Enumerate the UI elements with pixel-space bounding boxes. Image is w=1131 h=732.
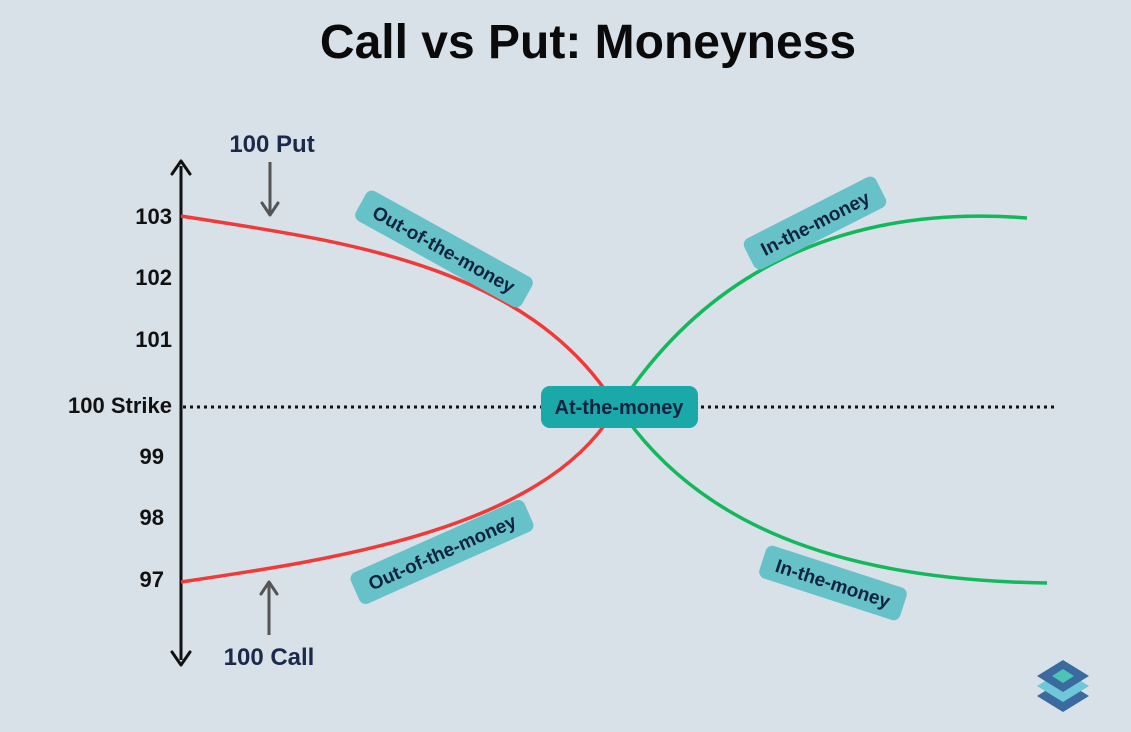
call-otm-curve [180,413,614,584]
put-arrow-icon [260,162,280,217]
axis-label: 102 [135,265,172,290]
upper-itm-tag: In-the-money [743,176,887,270]
atm-badge: At-the-money [541,386,698,428]
axis-label-strike: 100 Strike [68,393,172,418]
axis-label: 98 [140,505,164,530]
axis-labels: 103 102 101 100 Strike 99 98 97 [68,204,172,592]
axis-label: 103 [135,204,172,229]
axis-arrow-up-icon [170,159,192,176]
axis-arrow-down-icon [170,650,192,667]
axis-label: 99 [140,444,164,469]
put-otm-label: Out-of-the-money [368,202,518,298]
put-itm-curve [624,416,1048,585]
call-otm-label: Out-of-the-money [366,511,521,595]
call-contract-label: 100 Call [224,644,315,671]
call-otm-tag: Out-of-the-money [350,500,534,604]
diagram-title: Call vs Put: Moneyness [320,16,856,69]
put-otm-tag: Out-of-the-money [355,190,533,308]
atm-label: At-the-money [555,397,685,419]
axis-label: 97 [140,567,164,592]
put-otm-curve [180,214,614,401]
price-axis [170,159,192,667]
axis-label: 101 [135,327,172,352]
put-contract-label: 100 Put [229,131,314,158]
layered-stack-logo-icon [1037,660,1089,712]
call-arrow-icon [259,580,279,635]
call-itm-curve [624,214,1028,397]
